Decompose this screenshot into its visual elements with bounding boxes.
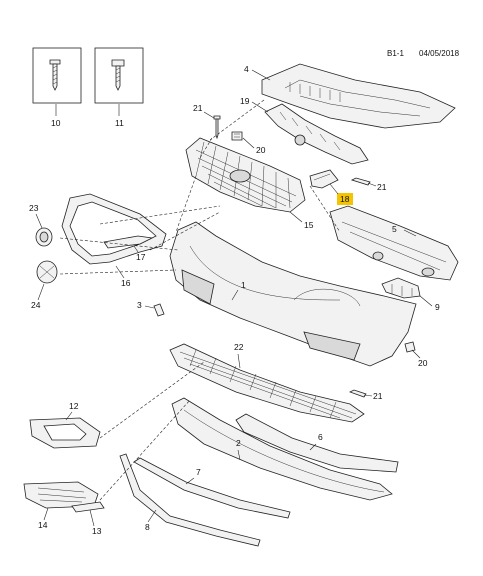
part-19-upper-bracket[interactable] — [264, 103, 369, 165]
callout-10: 10 — [51, 118, 61, 128]
callout-21-lower: 21 — [373, 391, 383, 401]
part-2-lower-lip[interactable] — [171, 397, 393, 501]
diagram-code: B1-1 — [387, 49, 404, 58]
screw-icon — [49, 59, 61, 91]
part-20-clip-right[interactable] — [404, 341, 416, 353]
part-21-screw-lower[interactable] — [348, 389, 367, 398]
callout-24: 24 — [31, 300, 41, 310]
callout-19: 19 — [240, 96, 250, 106]
callout-22: 22 — [234, 342, 244, 352]
part-24-emblem-base[interactable] — [36, 260, 58, 284]
part-14-fog-lamp[interactable] — [23, 481, 99, 509]
callout-21-top: 21 — [193, 103, 203, 113]
diagram-date: 04/05/2018 — [419, 49, 460, 58]
callout-17: 17 — [136, 252, 146, 262]
callout-4: 4 — [244, 64, 249, 74]
callout-20-top: 20 — [256, 145, 266, 155]
part-20-clip-top[interactable] — [231, 131, 243, 141]
part-7-trim-strip[interactable] — [133, 457, 291, 519]
callout-8: 8 — [145, 522, 150, 532]
callout-1: 1 — [241, 280, 246, 290]
callout-6: 6 — [318, 432, 323, 442]
callout-13: 13 — [92, 526, 102, 536]
highlight-badge — [337, 193, 353, 205]
callout-18: 18 — [340, 194, 350, 204]
callout-5: 5 — [392, 224, 397, 234]
callout-7: 7 — [196, 467, 201, 477]
part-23-emblem[interactable] — [35, 227, 53, 247]
part-9-bracket[interactable] — [381, 277, 421, 299]
assembly-lines — [59, 99, 341, 501]
part-1-bumper-fascia[interactable] — [169, 221, 417, 367]
part-13-fog-bracket[interactable] — [71, 501, 105, 513]
callout-11: 11 — [115, 118, 124, 128]
part-16-grille-surround[interactable] — [61, 193, 167, 265]
part-6-skid-strip[interactable] — [235, 413, 399, 473]
part-5-absorber[interactable] — [329, 205, 459, 281]
screw-box-10[interactable] — [32, 47, 82, 104]
part-3-clip[interactable] — [153, 303, 165, 317]
part-8-lower-trim[interactable] — [119, 453, 261, 547]
callout-21-right: 21 — [377, 182, 387, 192]
screw-box-11[interactable] — [94, 47, 144, 104]
part-18-bracket[interactable] — [309, 169, 339, 189]
callout-14: 14 — [38, 520, 48, 530]
part-21-screw-right[interactable] — [350, 177, 371, 186]
part-12-fog-bezel[interactable] — [29, 417, 101, 449]
bolt-icon — [111, 59, 125, 91]
callout-16: 16 — [121, 278, 131, 288]
part-4-upper-shield[interactable] — [261, 63, 456, 129]
callout-20-right: 20 — [418, 358, 428, 368]
callout-3: 3 — [137, 300, 142, 310]
part-22-lower-grille[interactable] — [169, 343, 365, 423]
callout-9: 9 — [435, 302, 440, 312]
part-15-grille[interactable] — [185, 137, 306, 213]
callout-23: 23 — [29, 203, 39, 213]
callout-12: 12 — [69, 401, 79, 411]
callout-15: 15 — [304, 220, 314, 230]
callout-2: 2 — [236, 438, 241, 448]
part-17-chrome-strip[interactable] — [103, 235, 154, 249]
part-21-screw-top[interactable] — [213, 115, 221, 140]
